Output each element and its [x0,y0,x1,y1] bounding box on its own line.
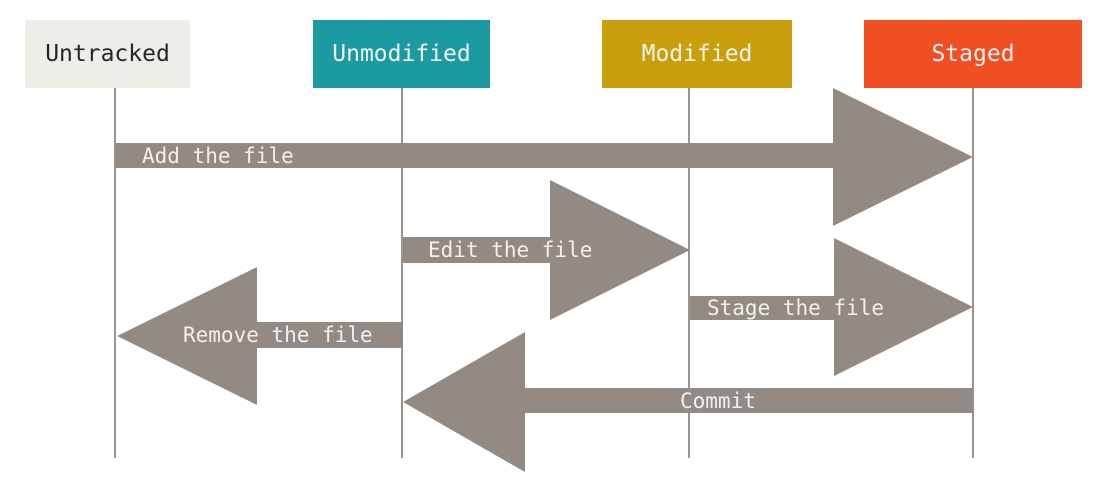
arrowhead-left [403,332,525,472]
arrow-shaft [257,322,403,348]
arrow-shaft [403,237,550,263]
arrowhead-left [117,267,257,405]
transition-label-stage-the-file: Stage the file [707,296,885,320]
transition-label-edit-the-file: Edit the file [428,238,593,262]
state-box-unmodified: Unmodified [313,20,490,88]
transition-label-add-the-file: Add the file [142,143,294,168]
state-label-unmodified: Unmodified [332,41,471,67]
state-label-untracked: Untracked [45,41,170,67]
lifeline-untracked [114,88,116,458]
transition-label-remove-the-file: Remove the file [183,323,373,347]
arrow-shaft [690,296,834,320]
state-label-staged: Staged [931,41,1015,67]
state-box-modified: Modified [602,20,792,88]
state-box-staged: Staged [864,20,1082,88]
transition-label-commit: Commit [680,388,756,413]
arrowhead-right [833,88,973,226]
lifeline-unmodified [401,88,403,458]
arrowhead-right [834,238,973,376]
state-box-untracked: Untracked [25,20,190,88]
state-label-modified: Modified [641,41,753,67]
lifeline-staged [972,88,974,458]
arrowhead-right [550,180,690,320]
arrow-shaft [525,388,973,413]
arrow-shaft [115,143,833,168]
